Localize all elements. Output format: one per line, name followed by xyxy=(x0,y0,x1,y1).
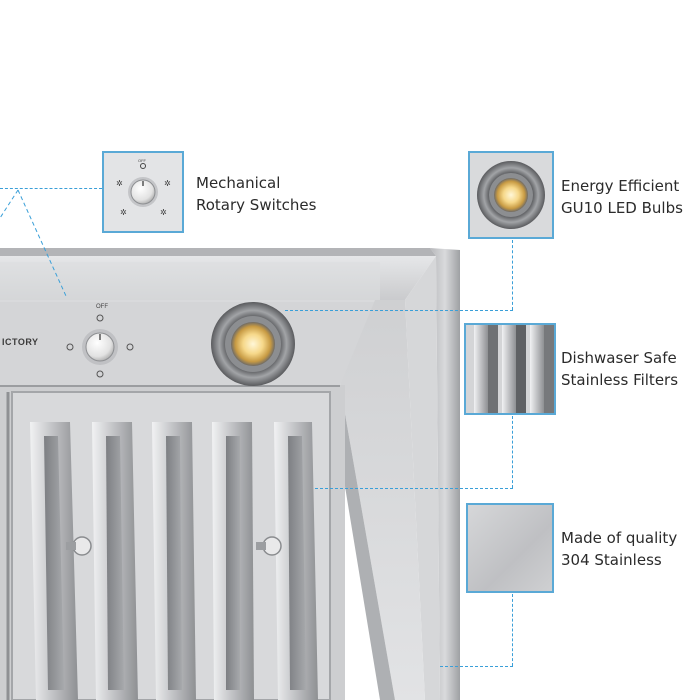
callout-line-filters xyxy=(315,488,513,489)
filter-handle-right xyxy=(256,536,282,556)
callout-vline-filters xyxy=(512,416,513,488)
svg-text:✲: ✲ xyxy=(120,208,127,217)
feature-label-stainless: Made of quality 304 Stainless xyxy=(561,527,677,571)
feature-label-filters: Dishwaser Safe Stainless Filters xyxy=(561,347,678,391)
thumb-filters xyxy=(464,323,556,415)
feature-line-2: Rotary Switches xyxy=(196,196,317,214)
knob-icon: OFF ✲ ✲ ✲ ✲ xyxy=(104,153,182,231)
feature-label-switches: Mechanical Rotary Switches xyxy=(196,172,316,216)
svg-text:✲: ✲ xyxy=(116,179,123,188)
filter-icon xyxy=(466,325,554,413)
feature-line-2: Stainless Filters xyxy=(561,371,679,389)
feature-line-2: 304 Stainless xyxy=(561,551,662,569)
knob-off-marker: OFF xyxy=(96,304,108,310)
callout-line-led xyxy=(285,310,513,311)
led-light xyxy=(211,302,295,386)
callout-line-stainless xyxy=(440,666,513,667)
rotary-knob xyxy=(66,314,134,378)
filter-handle-left xyxy=(66,536,92,556)
feature-line-1: Dishwaser Safe xyxy=(561,349,677,367)
svg-text:✲: ✲ xyxy=(164,179,171,188)
thumb-stainless xyxy=(466,503,554,593)
callout-diagonal-switches xyxy=(0,189,67,297)
bulb-icon xyxy=(470,153,552,237)
thumb-led-bulb xyxy=(468,151,554,239)
callout-line-switches xyxy=(0,188,102,189)
feature-line-1: Made of quality xyxy=(561,529,678,547)
callout-vline-led xyxy=(512,240,513,310)
svg-text:✲: ✲ xyxy=(160,208,167,217)
baffle-filter-blades xyxy=(30,422,318,700)
feature-line-1: Mechanical xyxy=(196,174,281,192)
feature-line-1: Energy Efficient xyxy=(561,177,680,195)
feature-label-led: Energy Efficient GU10 LED Bulbs xyxy=(561,175,683,219)
feature-line-2: GU10 LED Bulbs xyxy=(561,199,683,217)
svg-text:OFF: OFF xyxy=(138,158,147,163)
brand-wordmark: ICTORY xyxy=(2,337,39,347)
callout-vline-stainless xyxy=(512,594,513,666)
thumb-rotary-switch: OFF ✲ ✲ ✲ ✲ xyxy=(102,151,184,233)
